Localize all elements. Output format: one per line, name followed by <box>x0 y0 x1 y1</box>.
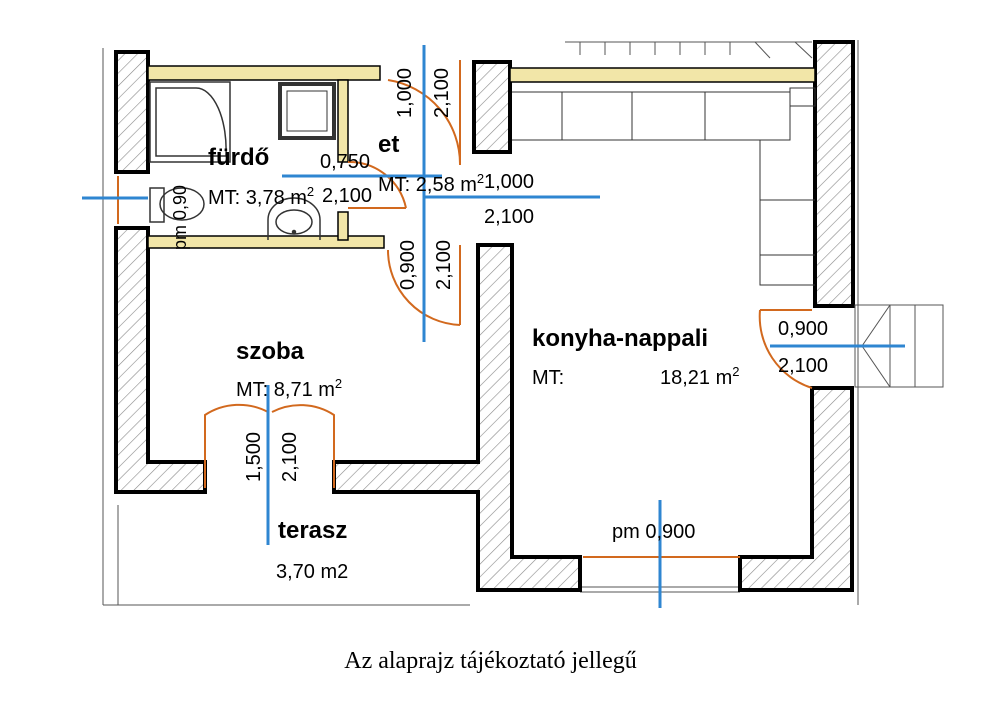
window-kitchen-label: pm 0,900 <box>612 521 695 543</box>
tub <box>278 82 336 140</box>
door-top-arc <box>387 79 462 166</box>
door-bath-width: 0,750 <box>320 151 370 173</box>
room-name-konyha: konyha-nappali <box>532 325 708 352</box>
door-entry-height: 2,100 <box>778 355 828 377</box>
sink <box>267 197 321 240</box>
door-entry-arc <box>758 309 813 389</box>
door-terrace-right-arc <box>271 404 335 488</box>
room-area-et: MT: 2,58 m2 <box>378 171 484 196</box>
room-name-szoba: szoba <box>236 338 305 365</box>
door-hall-height: 2,100 <box>484 206 534 228</box>
room-name-terasz: terasz <box>278 517 347 544</box>
room-area-label-konyha: MT: <box>532 367 564 389</box>
room-area-terasz: 3,70 m2 <box>276 561 348 583</box>
room-area-furdo: MT: 3,78 m2 <box>208 184 314 209</box>
axes <box>82 45 905 608</box>
door-top-height: 2,100 <box>431 68 453 118</box>
room-name-furdo: fürdő <box>208 144 269 171</box>
walls <box>114 40 855 592</box>
stair-top <box>565 41 813 59</box>
shower <box>149 81 231 163</box>
door-top-width: 1,000 <box>394 68 416 118</box>
door-hall-width: 1,000 <box>484 171 534 193</box>
door-room-width: 0,900 <box>397 240 419 290</box>
room-area-konyha: 18,21 m2 <box>660 364 740 389</box>
door-terrace-width: 1,500 <box>243 432 265 482</box>
room-name-et: et <box>378 131 399 158</box>
door-bath-height: 2,100 <box>322 185 372 207</box>
caption: Az alaprajz tájékoztató jellegű <box>344 648 637 674</box>
kitchen-cabinets <box>512 87 816 286</box>
door-terrace-height: 2,100 <box>279 432 301 482</box>
door-labels: 1,000 2,100 0,750 2,100 1,000 2,100 0,90… <box>170 68 828 543</box>
door-room-arc <box>386 249 461 326</box>
door-room-height: 2,100 <box>433 240 455 290</box>
room-area-szoba: MT: 8,71 m2 <box>236 376 342 401</box>
door-terrace-left-arc <box>204 403 269 488</box>
room-labels: fürdő MT: 3,78 m2 et MT: 2,58 m2 szoba M… <box>208 131 740 583</box>
door-entry-width: 0,900 <box>778 318 828 340</box>
toilet <box>159 187 205 221</box>
bathroom-fixtures <box>149 81 336 240</box>
partitions <box>147 65 816 249</box>
window-bath-label: pm 0,90 <box>170 185 190 250</box>
